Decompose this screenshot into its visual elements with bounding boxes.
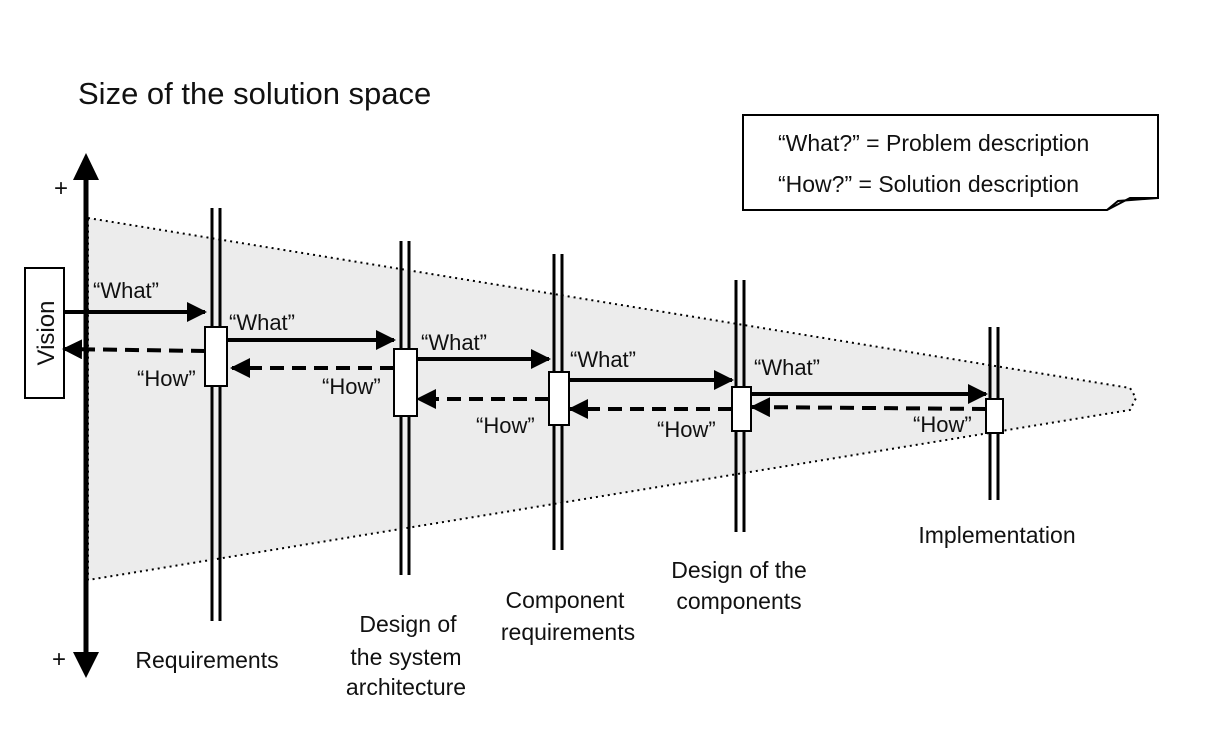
stage-label-line: Design of — [359, 611, 457, 637]
what-label: “What” — [421, 330, 487, 355]
stage-label-line: Component — [506, 587, 626, 613]
stage-label-line: requirements — [501, 619, 635, 645]
page-title: Size of the solution space — [78, 76, 431, 111]
axis-bottom-plus: + — [52, 646, 66, 673]
stage-system-architecture: Design of the system architecture — [346, 241, 466, 700]
vision-box — [24, 267, 65, 399]
what-label: “What” — [754, 355, 820, 380]
legend-box: “What?” = Problem description “How?” = S… — [742, 114, 1159, 211]
how-arrows — [62, 339, 987, 419]
stage-label-line: Requirements — [135, 647, 278, 673]
what-label: “What” — [570, 347, 636, 372]
stage-implementation: Implementation — [918, 327, 1076, 548]
how-label: “How” — [137, 366, 196, 391]
how-label: “How” — [322, 374, 381, 399]
stage-component-requirements: Component requirements — [501, 254, 635, 645]
solution-space-axis — [73, 153, 99, 678]
stage-label-line: Implementation — [918, 522, 1075, 548]
how-label: “How” — [476, 413, 535, 438]
legend-what-definition: “What?” = Problem description — [778, 130, 1089, 156]
stage-label-line: Design of the — [671, 557, 807, 583]
what-arrows — [64, 302, 988, 404]
stage-label-line: the system — [350, 644, 461, 670]
what-label: “What” — [229, 310, 295, 335]
legend-how-definition: “How?” = Solution description — [778, 171, 1079, 197]
what-label: “What” — [93, 278, 159, 303]
vision-label: Vision — [33, 301, 60, 366]
stage-component-design: Design of the components — [671, 280, 807, 614]
axis-top-plus: + — [54, 175, 68, 202]
how-label: “How” — [657, 417, 716, 442]
how-label: “How” — [913, 412, 972, 437]
stage-label-line: components — [676, 588, 801, 614]
stage-label-line: architecture — [346, 674, 466, 700]
stage-requirements: Requirements — [135, 208, 279, 673]
